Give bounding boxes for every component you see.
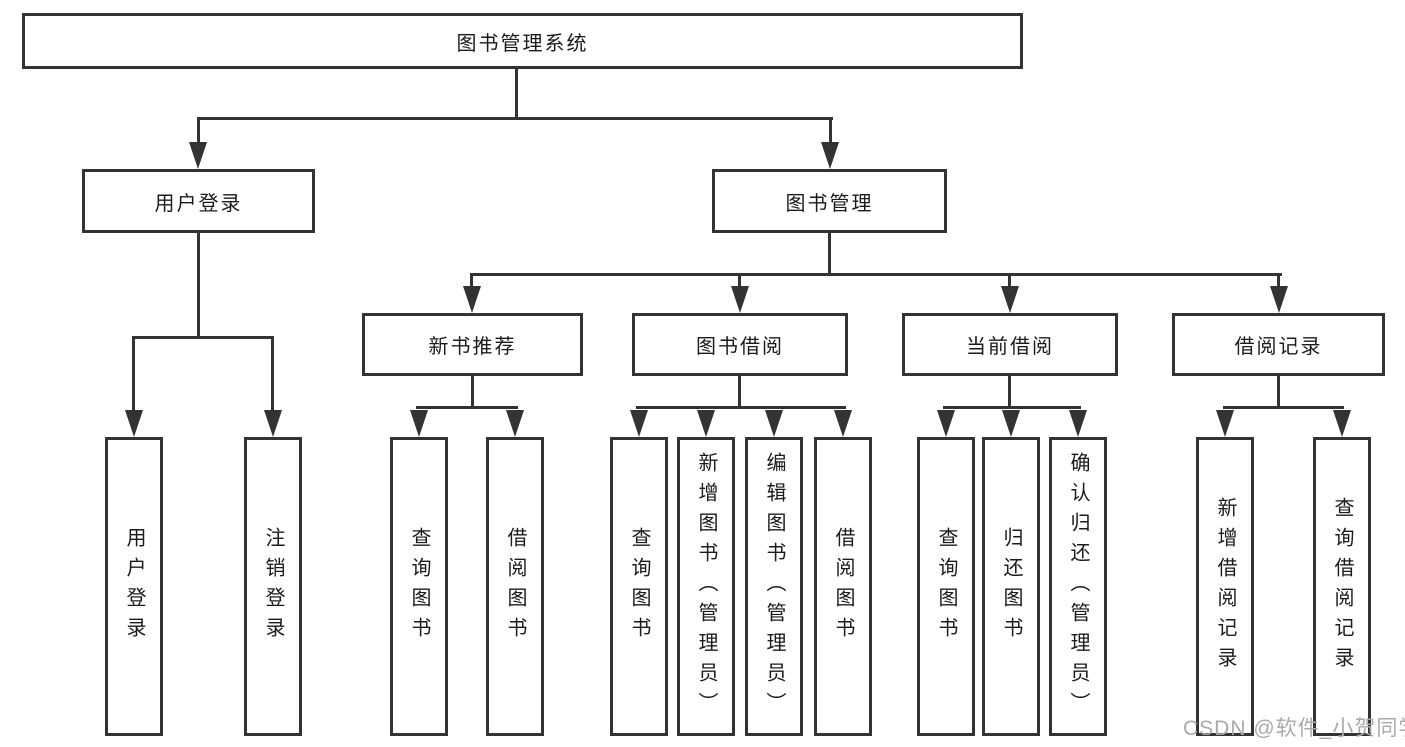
leaf-borrow-books-borrowing: 借阅图书 (814, 437, 872, 736)
leaf-label: 编辑图书（管理员） (763, 451, 785, 722)
node-label: 新书推荐 (428, 336, 517, 358)
connector-line (515, 69, 518, 119)
arrow-down-icon (765, 410, 783, 437)
connector-line (1008, 273, 1011, 288)
leaf-label: 归还图书 (1000, 526, 1022, 647)
leaf-confirm-return-admin: 确认归还（管理员） (1049, 437, 1107, 736)
node-label: 图书管理系统 (456, 32, 589, 55)
leaf-add-books-admin: 新增图书（管理员） (677, 437, 735, 736)
arrow-down-icon (937, 410, 955, 437)
leaf-label: 查询图书 (408, 526, 430, 647)
connector-line (416, 406, 518, 409)
leaf-label: 查询图书 (628, 526, 650, 647)
arrow-down-icon (189, 142, 207, 169)
leaf-label: 注销登录 (262, 526, 284, 647)
leaf-label: 用户登录 (123, 526, 145, 647)
leaf-label: 查询借阅记录 (1331, 496, 1353, 677)
connector-line (470, 273, 473, 288)
leaf-label: 查询图书 (935, 526, 957, 647)
connector-line (197, 117, 200, 145)
leaf-label: 借阅图书 (504, 526, 526, 647)
arrow-down-icon (264, 410, 282, 437)
connector-line (132, 336, 274, 339)
arrow-down-icon (506, 410, 524, 437)
connector-line (132, 336, 135, 412)
arrow-down-icon (1216, 410, 1234, 437)
node-label: 借阅记录 (1234, 336, 1323, 358)
node-user-login: 用户登录 (82, 169, 315, 233)
leaf-borrow-books-recommend: 借阅图书 (486, 437, 544, 736)
leaf-query-books-recommend: 查询图书 (390, 437, 448, 736)
leaf-query-books-current: 查询图书 (917, 437, 975, 736)
connector-line (471, 376, 474, 409)
connector-line (197, 117, 833, 120)
node-label: 用户登录 (154, 192, 243, 215)
leaf-query-books-borrowing: 查询图书 (610, 437, 668, 736)
node-label: 图书管理 (785, 192, 874, 215)
leaf-query-borrow-record: 查询借阅记录 (1313, 437, 1371, 736)
arrow-down-icon (125, 410, 143, 437)
arrow-down-icon (821, 142, 839, 169)
connector-line (271, 336, 274, 412)
connector-line (943, 406, 1081, 409)
leaf-edit-books-admin: 编辑图书（管理员） (745, 437, 803, 736)
leaf-label: 新增借阅记录 (1214, 496, 1236, 677)
arrow-down-icon (834, 410, 852, 437)
node-book-borrowing: 图书借阅 (632, 313, 848, 376)
node-library-management-system: 图书管理系统 (22, 13, 1023, 69)
arrow-down-icon (410, 410, 428, 437)
node-borrowing-records: 借阅记录 (1172, 313, 1385, 376)
arrow-down-icon (697, 410, 715, 437)
arrow-down-icon (731, 286, 749, 313)
connector-line (1277, 273, 1280, 288)
leaf-user-login: 用户登录 (105, 437, 163, 736)
connector-line (1223, 406, 1344, 409)
leaf-return-books: 归还图书 (982, 437, 1040, 736)
arrow-down-icon (463, 286, 481, 313)
leaf-logout: 注销登录 (244, 437, 302, 736)
connector-line (470, 273, 1282, 276)
arrow-down-icon (1270, 286, 1288, 313)
node-label: 图书借阅 (696, 336, 784, 358)
connector-line (738, 273, 741, 288)
connector-line (636, 406, 846, 409)
connector-line (1277, 376, 1280, 409)
arrow-down-icon (1333, 410, 1351, 437)
leaf-label: 借阅图书 (832, 526, 854, 647)
arrow-down-icon (1002, 410, 1020, 437)
leaf-add-borrow-record: 新增借阅记录 (1196, 437, 1254, 736)
arrow-down-icon (1001, 286, 1019, 313)
node-new-book-recommendation: 新书推荐 (362, 313, 583, 376)
connector-line (197, 233, 200, 339)
connector-line (828, 233, 831, 275)
node-label: 当前借阅 (966, 336, 1054, 358)
leaf-label: 新增图书（管理员） (695, 451, 717, 722)
node-book-management: 图书管理 (712, 169, 947, 233)
connector-line (738, 376, 741, 409)
node-current-borrowing: 当前借阅 (902, 313, 1118, 376)
connector-line (1008, 376, 1011, 409)
csdn-watermark: CSDN @软件_小贺同学 (1183, 717, 1405, 740)
leaf-label: 确认归还（管理员） (1067, 451, 1089, 722)
connector-line (829, 117, 832, 145)
arrow-down-icon (1069, 410, 1087, 437)
arrow-down-icon (630, 410, 648, 437)
